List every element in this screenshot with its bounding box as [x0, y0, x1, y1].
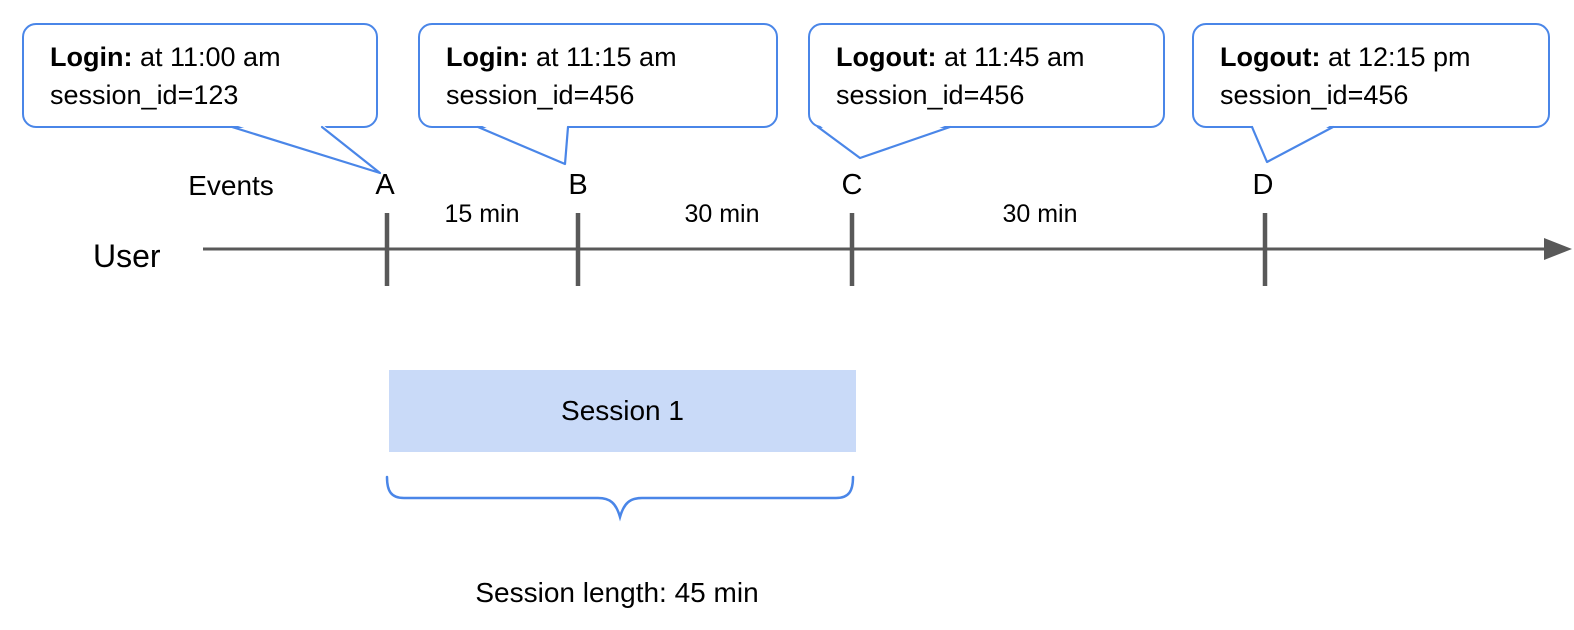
event-time-label: at 11:45 am	[936, 42, 1085, 72]
callout-line1: Login: at 11:00 am	[50, 38, 366, 76]
user-axis-label: User	[93, 238, 161, 274]
callout-line1: Login: at 11:15 am	[446, 38, 766, 76]
event-type-label: Logout:	[1220, 42, 1321, 72]
session-length-caption: Session length: 45 min	[475, 577, 759, 608]
session-brace	[385, 475, 855, 522]
callout-logout-d: Logout: at 12:15 pm session_id=456	[1192, 23, 1550, 128]
event-label-b: B	[568, 169, 588, 201]
callout-a-tail-outline	[230, 125, 382, 175]
callout-b-tail-outline	[476, 125, 570, 166]
callout-line2: session_id=456	[446, 80, 635, 110]
callout-line2: session_id=123	[50, 80, 239, 110]
interval-label-bc: 30 min	[684, 200, 760, 228]
callout-line2: session_id=456	[836, 80, 1025, 110]
callout-login-b: Login: at 11:15 am session_id=456	[418, 23, 778, 128]
event-time-label: at 11:00 am	[132, 42, 281, 72]
event-time-label: at 12:15 pm	[1320, 42, 1471, 72]
callout-d-tail-outline	[1250, 125, 1335, 164]
timeline-arrowhead-icon	[1544, 238, 1572, 260]
event-type-label: Logout:	[836, 42, 937, 72]
session-1-label: Session 1	[561, 395, 684, 426]
callout-logout-c: Logout: at 11:45 am session_id=456	[808, 23, 1165, 128]
event-label-a: A	[375, 169, 395, 201]
callout-line2: session_id=456	[1220, 80, 1409, 110]
events-label: Events	[188, 170, 274, 201]
event-label-d: D	[1252, 169, 1274, 201]
callout-c-tail	[818, 124, 950, 158]
callout-line1: Logout: at 12:15 pm	[1220, 38, 1538, 76]
callout-login-a: Login: at 11:00 am session_id=123	[22, 23, 378, 128]
event-time-label: at 11:15 am	[528, 42, 677, 72]
session-1-box: Session 1	[389, 370, 856, 452]
callout-c-tail-outline	[816, 125, 952, 160]
callout-d-tail	[1252, 124, 1333, 162]
callout-a-tail	[232, 124, 380, 173]
interval-label-cd: 30 min	[1002, 200, 1078, 228]
event-type-label: Login:	[50, 42, 133, 72]
event-label-c: C	[841, 169, 863, 201]
event-type-label: Login:	[446, 42, 529, 72]
callout-b-tail	[478, 124, 568, 164]
interval-label-ab: 15 min	[444, 200, 520, 228]
callout-line1: Logout: at 11:45 am	[836, 38, 1153, 76]
